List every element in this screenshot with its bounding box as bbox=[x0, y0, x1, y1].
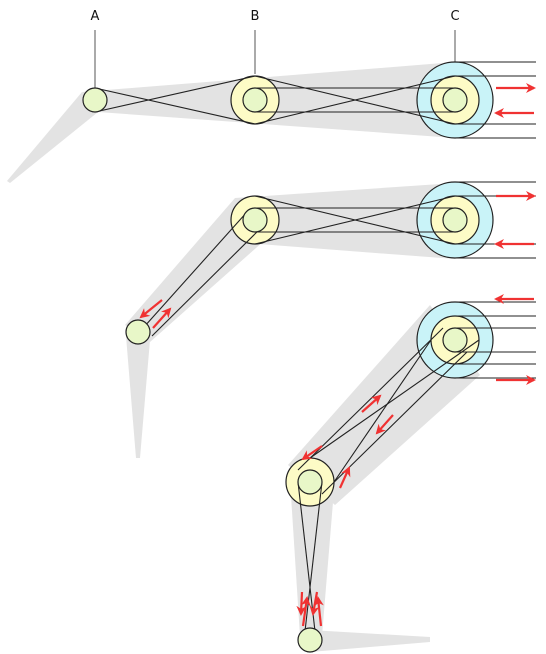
small-pulley-a bbox=[297, 627, 323, 653]
small-pulley-a bbox=[125, 319, 151, 345]
small-pulley-a bbox=[82, 87, 108, 113]
small-pulley-b bbox=[297, 469, 323, 495]
stage-1: A B C bbox=[7, 9, 536, 183]
small-pulley-c bbox=[442, 327, 468, 353]
force-arrow bbox=[296, 591, 307, 616]
label-c: C bbox=[450, 9, 459, 24]
label-b: B bbox=[251, 9, 260, 24]
small-pulley-c bbox=[442, 207, 468, 233]
link-shadow bbox=[310, 630, 430, 652]
label-a: A bbox=[91, 9, 100, 24]
small-pulley-b bbox=[242, 207, 268, 233]
force-arrow bbox=[338, 466, 351, 489]
stage-2 bbox=[125, 181, 536, 458]
force-arrow bbox=[300, 596, 311, 627]
force-arrow bbox=[139, 299, 163, 319]
force-arrow bbox=[375, 414, 394, 435]
force-arrow bbox=[361, 394, 382, 413]
link-shadow bbox=[126, 336, 150, 458]
cable-lines bbox=[94, 61, 536, 139]
link-shadow bbox=[235, 183, 455, 259]
force-arrow bbox=[301, 445, 323, 461]
force-arrow bbox=[152, 307, 172, 329]
force-arrow bbox=[313, 596, 324, 627]
small-pulley-b bbox=[242, 87, 268, 113]
stage-3 bbox=[285, 294, 536, 653]
small-pulley-c bbox=[442, 87, 468, 113]
link-shadow bbox=[7, 92, 98, 183]
